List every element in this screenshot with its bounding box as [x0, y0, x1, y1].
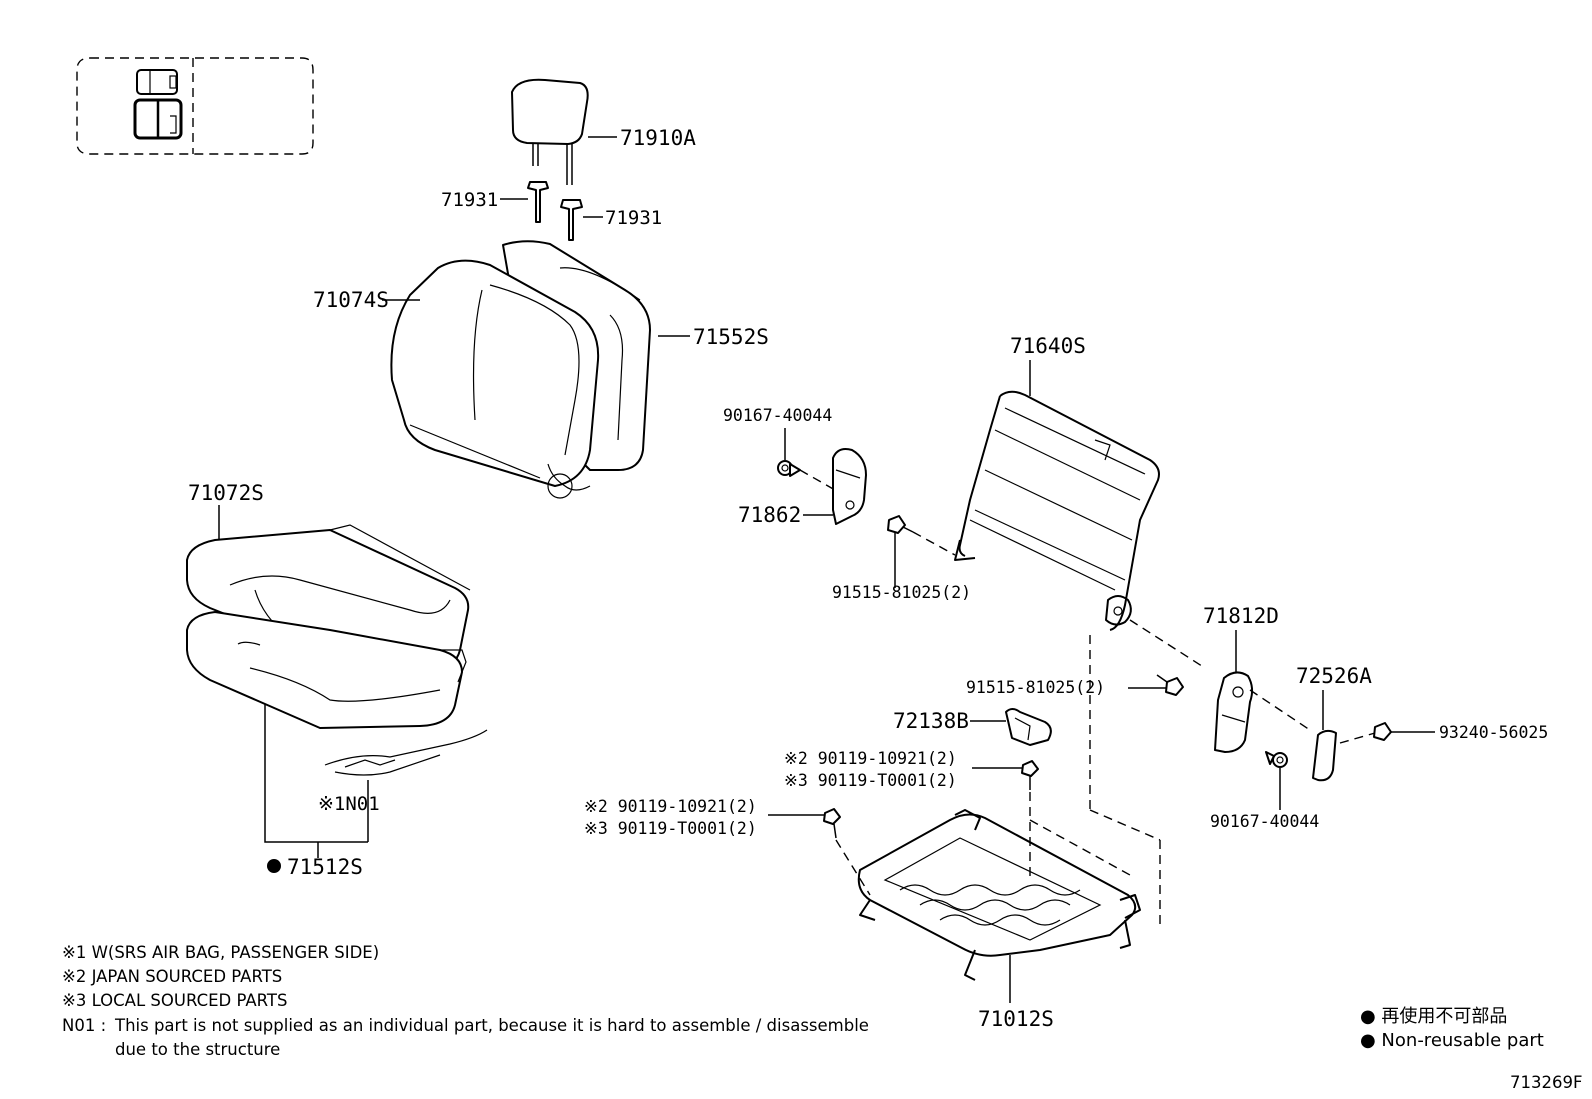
seatback-cover-drawing: [390, 259, 600, 499]
bolt-right-drawing: [1156, 674, 1184, 696]
legend-line-jp: ● 再使用不可部品: [1360, 1006, 1507, 1027]
cushion-shield-drawing: [1005, 708, 1052, 746]
part-label-91515-81025-left: 91515-81025(2): [832, 583, 971, 602]
note-1: ※1 W(SRS AIR BAG, PASSENGER SIDE): [62, 943, 379, 962]
part-label-71074S: 71074S: [313, 288, 389, 312]
seatback-frame-drawing: [954, 390, 1160, 631]
part-label-71072S: 71072S: [188, 481, 264, 505]
screw-drawing: [1373, 722, 1392, 741]
part-label-71640S: 71640S: [1010, 334, 1086, 358]
recliner-cover-71812D-drawing: [1214, 671, 1254, 753]
part-label-71512S: 71512S: [287, 855, 363, 879]
bolt-left-drawing: [887, 515, 914, 534]
headrest-support-left: [527, 181, 549, 223]
non-reusable-bullet-icon: [267, 859, 281, 873]
cushion-frame-drawing: [857, 809, 1141, 981]
cushion-pad-drawing: [186, 611, 467, 729]
part-label-93240-56025: 93240-56025: [1439, 723, 1548, 742]
part-label-bolt-b-line1: ※2 90119-10921(2): [584, 797, 757, 816]
part-label-90167-40044-lower: 90167-40044: [1210, 812, 1319, 831]
note-n01-label: N01 :: [62, 1016, 106, 1035]
legend-line-en: ● Non-reusable part: [1360, 1030, 1544, 1051]
note-n01-line2: due to the structure: [115, 1040, 280, 1059]
bolt-b-drawing: [823, 808, 841, 839]
headrest-support-right: [560, 199, 583, 241]
part-label-71931-right: 71931: [605, 207, 662, 229]
part-label-bolt-a-line1: ※2 90119-10921(2): [784, 749, 957, 768]
note-2: ※2 JAPAN SOURCED PARTS: [62, 967, 282, 986]
figure-id: 713269F: [1510, 1073, 1582, 1092]
part-label-bolt-b-line2: ※3 90119-T0001(2): [584, 819, 757, 838]
note-3: ※3 LOCAL SOURCED PARTS: [62, 991, 287, 1010]
part-label-71012S: 71012S: [978, 1007, 1054, 1031]
part-label-72526A: 72526A: [1296, 664, 1372, 688]
part-label-bolt-a-line2: ※3 90119-T0001(2): [784, 771, 957, 790]
part-label-90167-40044-upper: 90167-40044: [723, 406, 832, 425]
clip-lower-drawing: [1265, 751, 1288, 768]
note-n01-line1: This part is not supplied as an individu…: [114, 1016, 869, 1035]
occupant-sensor-drawing: [324, 729, 488, 776]
part-label-71910A: 71910A: [620, 126, 696, 150]
cover-cap-drawing: [1312, 729, 1337, 782]
headrest-drawing: [511, 78, 589, 185]
part-label-71552S: 71552S: [693, 325, 769, 349]
part-label-71862: 71862: [738, 503, 801, 527]
location-inset: [76, 57, 314, 155]
recliner-cover-71862-drawing: [832, 448, 867, 525]
bolt-a-drawing: [1021, 760, 1039, 790]
part-label-91515-81025-right: 91515-81025(2): [966, 678, 1105, 697]
clip-upper-drawing: [777, 460, 801, 477]
part-label-71931-left: 71931: [441, 189, 498, 211]
part-label-71812D: 71812D: [1203, 604, 1279, 628]
part-label-72138B: 72138B: [893, 709, 969, 733]
seat-location-icon: [133, 69, 183, 140]
part-label-N01: ※1N01: [318, 793, 380, 815]
